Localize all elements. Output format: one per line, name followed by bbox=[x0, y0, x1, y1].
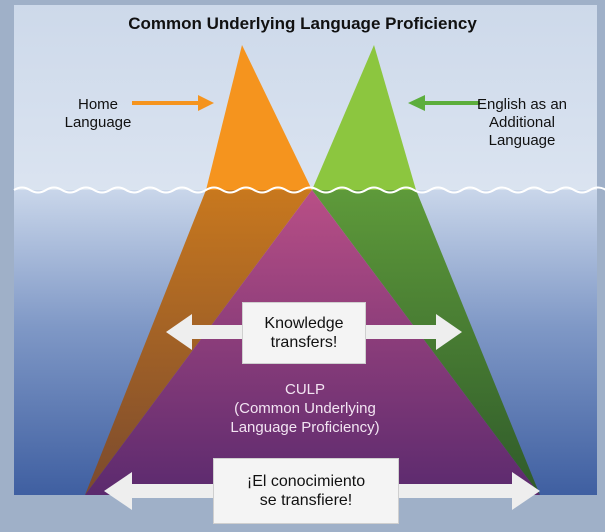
home-language-label: Home Language bbox=[50, 96, 146, 132]
culp-line-1: CULP bbox=[284, 381, 325, 398]
waterline bbox=[13, 186, 605, 194]
conocimiento-box: ¡El conocimiento se transfiere! bbox=[213, 458, 399, 524]
eal-line-3: Language bbox=[488, 132, 556, 149]
diagram-title: Common Underlying Language Proficiency bbox=[128, 14, 477, 33]
english-arrow bbox=[408, 95, 480, 111]
home-language-text: Home Language bbox=[64, 96, 132, 131]
culp-label: CULP (Common Underlying Language Profici… bbox=[215, 381, 395, 437]
english-peak bbox=[312, 45, 416, 190]
knowledge-line-1: Knowledge bbox=[264, 314, 344, 332]
knowledge-transfers-box: Knowledge transfers! bbox=[242, 302, 366, 364]
knowledge-line-2: transfers! bbox=[270, 334, 338, 351]
culp-line-2: (Common Underlying bbox=[234, 399, 376, 417]
culp-line-3: Language Proficiency) bbox=[230, 418, 380, 436]
eal-line-2: Additional bbox=[489, 114, 555, 131]
english-additional-label: English as an Additional Language bbox=[462, 96, 582, 150]
conocimiento-line-1: ¡El conocimiento bbox=[246, 472, 366, 490]
home-language-arrow bbox=[132, 95, 214, 111]
eal-line-1: English as an bbox=[476, 96, 568, 113]
conocimiento-line-2: se transfiere! bbox=[259, 492, 353, 509]
home-language-peak bbox=[206, 45, 312, 190]
